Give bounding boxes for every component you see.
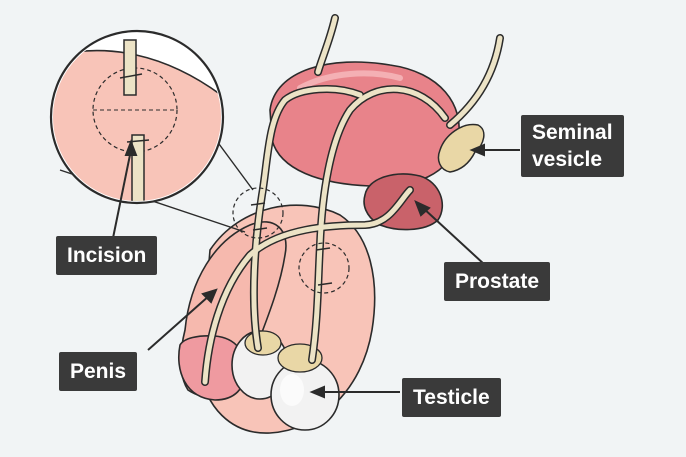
label-seminal-vesicle-line1: Seminal: [532, 121, 613, 144]
label-penis: Penis: [59, 352, 138, 391]
label-seminal-vesicle-line2: vesicle: [532, 148, 603, 171]
label-testicle: Testicle: [402, 378, 501, 417]
vas-deferens: [201, 84, 449, 386]
label-incision: Incision: [56, 236, 158, 275]
incision-site-right: [298, 242, 350, 294]
incision-site-left: [232, 187, 284, 239]
magnifier-circle: [49, 29, 254, 233]
leader-lines: [112, 139, 520, 399]
bladder: [269, 61, 460, 187]
label-prostate: Prostate: [444, 262, 551, 301]
label-seminal-vesicle: Seminal vesicle: [521, 115, 624, 177]
